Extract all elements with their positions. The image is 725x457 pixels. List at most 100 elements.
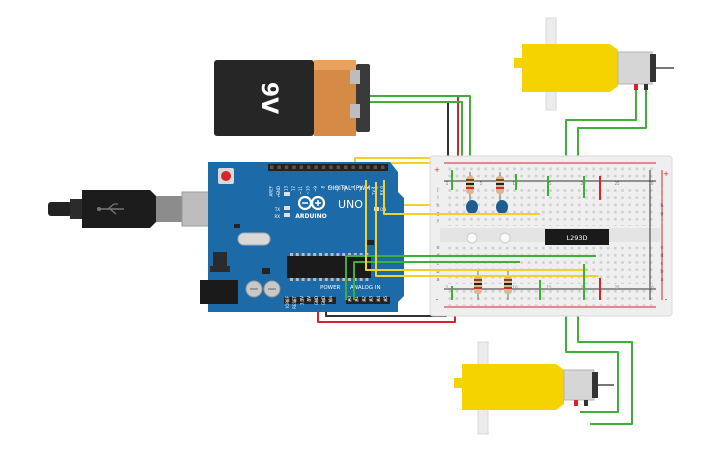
wire-motor-bottom-2 [577,300,633,425]
digital-pin-hole [366,165,370,169]
analog-pin-label: A3 [369,296,374,302]
digital-pin-label: ~9 [313,186,318,192]
digital-label: DIGITAL (PWM~) [328,185,378,192]
row-letter: h [436,203,439,209]
l293d-label: L293D [566,234,587,242]
row-letter: a [660,277,663,283]
row-letter: b [660,269,663,275]
digital-pin-hole [314,165,318,169]
wire-battery-green-2 [370,101,463,168]
analog-pin-label: A2 [361,296,366,302]
digital-header [268,164,388,171]
motor-bottom-body [563,369,595,401]
digital-pin-hole [284,165,289,169]
power-pin-hole [329,298,333,302]
bottom-power-rail [444,290,656,306]
digital-pin-label: AREF [269,185,274,196]
power-pin-label: 5V [307,296,312,302]
digital-pin-label: 2 [365,186,370,189]
rail-minus-right: - [665,296,668,304]
column-number: 1 [446,181,449,186]
digital-pin-hole [336,165,341,169]
digital-pin-label: GND [276,186,281,195]
row-letter: j [436,187,438,193]
arduino-logo-text: ARDUINO [295,213,326,220]
wires-front [345,170,601,300]
row-letter: h [660,203,663,209]
digital-pin-label: 7 [328,186,333,189]
analog-pin-hole [369,298,374,302]
battery-label: 9V [256,82,281,114]
usb-symbol-icon [97,203,124,215]
sensor-white-2 [499,232,511,244]
column-number: 5 [480,181,483,186]
power-pin-hole [293,298,297,302]
led-l-label: L [278,193,281,198]
analog-pin-label: A5 [383,296,388,302]
row-letter: f [661,219,663,225]
row-letter: f [437,219,439,225]
digital-pin-label: 13 [283,186,288,192]
analog-label: ANALOG IN [350,285,381,291]
digital-pin-label: ~5 [343,186,348,192]
power-pin-label: 3.3V [299,296,304,305]
row-letter: c [437,261,440,267]
digital-pin-hole [358,165,363,169]
power-pin-label: RESET [292,295,297,308]
column-number: 15 [546,181,552,186]
usb-cable [48,190,233,228]
row-letter: g [660,211,663,217]
power-pin-label: IOREF [285,295,290,308]
digital-pin-label: RX 0 [380,186,385,196]
analog-pin-hole [355,298,359,302]
rail-plus-top: + [434,166,440,174]
column-number: 1 [446,285,449,290]
wire-yellow-5 [375,182,598,277]
analog-pin-label: A1 [354,296,359,302]
digital-pin-hole [299,165,304,169]
analog-pin-label: A0 [347,296,352,302]
rail-minus-bottom: - [436,296,439,304]
l293d-chip [545,229,609,245]
row-letter: b [436,269,439,275]
column-number: 15 [546,285,552,290]
usb-plug-metal [156,196,182,222]
digital-pin-hole [351,165,355,169]
row-letter: e [436,245,439,251]
power-pin-hole [300,298,304,302]
analog-pin-hole [384,298,388,302]
battery-black-part [214,60,314,136]
wire-analog-green-2 [353,261,520,300]
power-pin-label: GND [321,296,326,305]
crystal-oscillator [237,232,271,246]
digital-pin-hole [270,165,274,169]
row-letter: i [661,195,662,201]
column-number: 25 [614,181,620,186]
resistor-1 [466,172,474,204]
column-number: 25 [614,285,620,290]
analog-pin-hole [362,298,366,302]
battery-copper-part [314,60,356,136]
analog-header [346,297,390,304]
power-pin-hole [286,298,290,302]
row-letter: a [436,277,439,283]
digital-pin-label: ~10 [306,186,311,195]
digital-pin-label: 8 [320,186,325,189]
blue-led-1 [466,200,478,214]
digital-pin-label: TX 1 [372,186,377,196]
digital-pin-label: ~6 [335,186,340,192]
digital-pin-label: ~11 [298,186,303,195]
wire-yellow-4 [365,180,588,271]
digital-pin-hole [292,165,296,169]
reset-button-cap[interactable] [221,171,231,181]
row-letter: c [661,261,664,267]
rail-plus-right: + [663,170,669,178]
atmega-chip [287,256,371,278]
wire-motor-top-1 [565,88,637,180]
arduino-model-label: UNO [338,198,363,211]
analog-pin-label: A4 [376,296,381,302]
power-pin-hole [322,298,326,302]
power-label: POWER [320,285,341,291]
